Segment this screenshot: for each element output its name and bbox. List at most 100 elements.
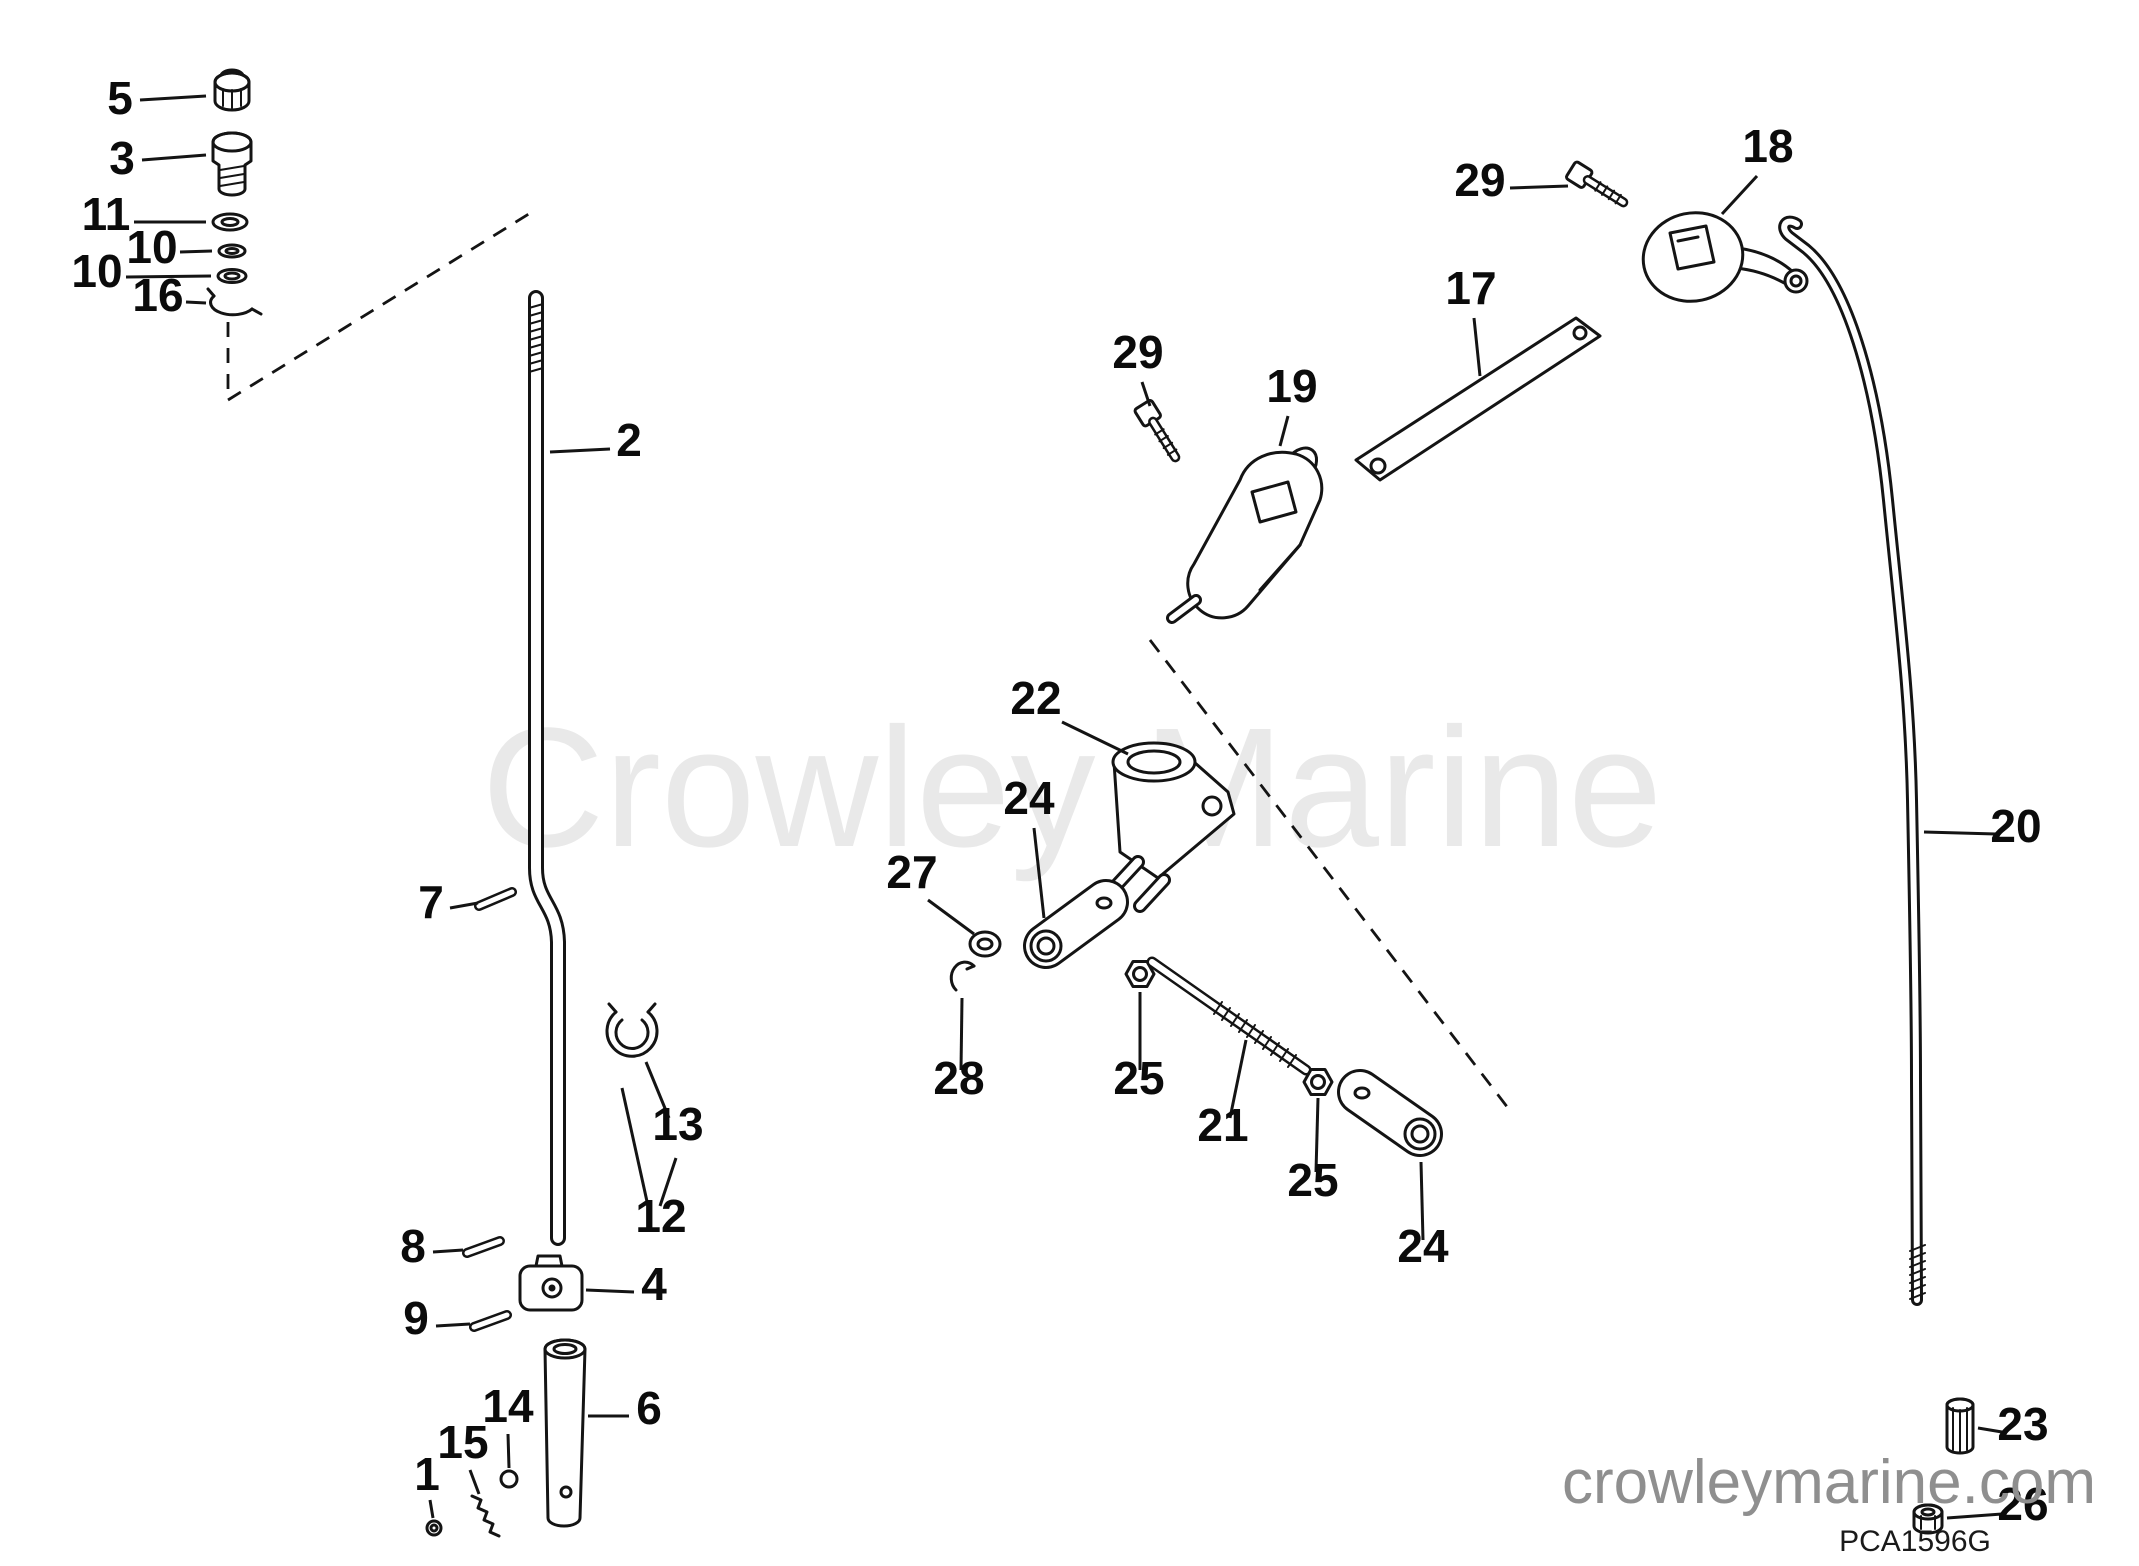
part-15-spring <box>470 1494 501 1538</box>
callout-12: 12 <box>620 1087 687 1242</box>
part-24-link-lower <box>1337 1069 1443 1157</box>
part-16-retainer-clip <box>206 287 263 317</box>
callout-23-label: 23 <box>1997 1398 2048 1450</box>
callout-3: 3 <box>109 132 207 184</box>
callout-11-label: 11 <box>82 188 131 240</box>
callout-16-label: 16 <box>132 269 183 321</box>
part-11-washer <box>211 212 249 232</box>
part-18-shift-lever-clamp <box>1641 211 1809 303</box>
callout-4-label: 4 <box>641 1258 667 1310</box>
callout-25-left-label: 25 <box>1113 1052 1164 1104</box>
callout-23: 23 <box>1977 1398 2049 1450</box>
callout-24-upper: 24 <box>1003 772 1055 919</box>
part-5-cap-nut <box>213 68 251 112</box>
callout-19: 19 <box>1266 360 1318 447</box>
callout-28-label: 28 <box>933 1052 984 1104</box>
callout-14: 14 <box>482 1380 534 1469</box>
part-21-threaded-rod <box>1146 956 1312 1076</box>
callout-18: 18 <box>1720 120 1794 216</box>
part-29-bolt-lower <box>1133 399 1181 463</box>
callout-1-label: 1 <box>414 1448 440 1500</box>
callout-4: 4 <box>585 1258 667 1310</box>
part-22-pivot-bracket <box>1107 741 1236 913</box>
part-25-nut-left <box>1124 960 1156 988</box>
callout-27-label: 27 <box>886 846 937 898</box>
part-1-screw <box>425 1519 443 1537</box>
part-20-link-rod <box>1778 215 1926 1306</box>
callout-10-lower: 10 <box>71 245 212 297</box>
callout-3-label: 3 <box>109 132 135 184</box>
part-25-nut-right <box>1302 1068 1334 1096</box>
callout-5-label: 5 <box>107 72 133 124</box>
callout-29-lower-label: 29 <box>1112 326 1163 378</box>
part-10-washer-lower <box>216 268 248 284</box>
part-3-plug <box>211 131 253 197</box>
callout-8-label: 8 <box>400 1220 426 1272</box>
part-8-pin <box>462 1236 505 1258</box>
callout-18-label: 18 <box>1742 120 1793 172</box>
part-4-swivel-block <box>518 1254 584 1312</box>
part-code: PCA1596G <box>1839 1525 1991 1558</box>
callout-14-label: 14 <box>482 1380 534 1432</box>
callout-10-upper: 10 <box>126 221 213 273</box>
callout-26-label: 26 <box>1997 1478 2048 1530</box>
watermark: Crowley Marine <box>482 693 1663 883</box>
callout-29-upper-label: 29 <box>1454 154 1505 206</box>
part-19-shift-lever <box>1166 446 1324 624</box>
part-29-bolt-upper <box>1565 160 1629 208</box>
callout-20-label: 20 <box>1990 800 2041 852</box>
callout-17: 17 <box>1445 262 1497 377</box>
callout-2: 2 <box>549 414 642 466</box>
callout-15-label: 15 <box>437 1416 488 1468</box>
callout-8: 8 <box>400 1220 464 1272</box>
callout-15: 15 <box>437 1416 489 1495</box>
callout-12-label: 12 <box>635 1190 686 1242</box>
callout-7: 7 <box>418 876 479 928</box>
part-13-retainer-clamp <box>605 1002 659 1058</box>
callout-10-upper-label: 10 <box>126 221 177 273</box>
part-14-ball <box>499 1469 519 1489</box>
callout-6: 6 <box>588 1382 662 1434</box>
part-17-link-bar <box>1354 316 1602 482</box>
part-28-clip <box>949 960 976 992</box>
callout-26: 26 <box>1946 1478 2049 1530</box>
callout-29-lower: 29 <box>1112 326 1164 407</box>
callout-24-lower: 24 <box>1397 1161 1449 1272</box>
part-6-tube <box>543 1338 587 1528</box>
callout-25-left: 25 <box>1113 992 1165 1104</box>
part-27-washer <box>968 930 1002 958</box>
vent-plug-assembly <box>206 68 263 317</box>
callout-5: 5 <box>107 72 207 124</box>
alignment-dashed-line-left <box>226 210 533 403</box>
callout-1: 1 <box>414 1448 440 1519</box>
callout-16: 16 <box>132 269 207 321</box>
callout-25-right: 25 <box>1287 1097 1339 1206</box>
callout-21: 21 <box>1197 1039 1249 1151</box>
callout-13: 13 <box>644 1061 704 1150</box>
callout-25-right-label: 25 <box>1287 1154 1338 1206</box>
callout-13-label: 13 <box>652 1098 703 1150</box>
callout-17-label: 17 <box>1445 262 1496 314</box>
callout-21-label: 21 <box>1197 1099 1248 1151</box>
site-url: crowleymarine.com <box>1562 1448 2096 1517</box>
callout-24-lower-label: 24 <box>1397 1220 1449 1272</box>
part-23-coupler <box>1945 1397 1975 1455</box>
callout-9: 9 <box>403 1292 471 1344</box>
callout-27: 27 <box>886 846 975 936</box>
callout-20: 20 <box>1923 800 2042 852</box>
callout-29-upper: 29 <box>1454 154 1569 206</box>
part-9-pin <box>469 1310 512 1332</box>
callout-7-label: 7 <box>418 876 444 928</box>
part-7-pin <box>474 887 517 911</box>
part-10-washer-upper <box>217 243 247 259</box>
callout-2-label: 2 <box>616 414 642 466</box>
part-26-nut <box>1912 1503 1944 1535</box>
callout-19-label: 19 <box>1266 360 1317 412</box>
part-2-shift-rod <box>528 290 566 1246</box>
callout-22-label: 22 <box>1010 672 1061 724</box>
callout-6-label: 6 <box>636 1382 662 1434</box>
part-24-link-upper <box>1023 879 1129 969</box>
callout-10-lower-label: 10 <box>71 245 122 297</box>
